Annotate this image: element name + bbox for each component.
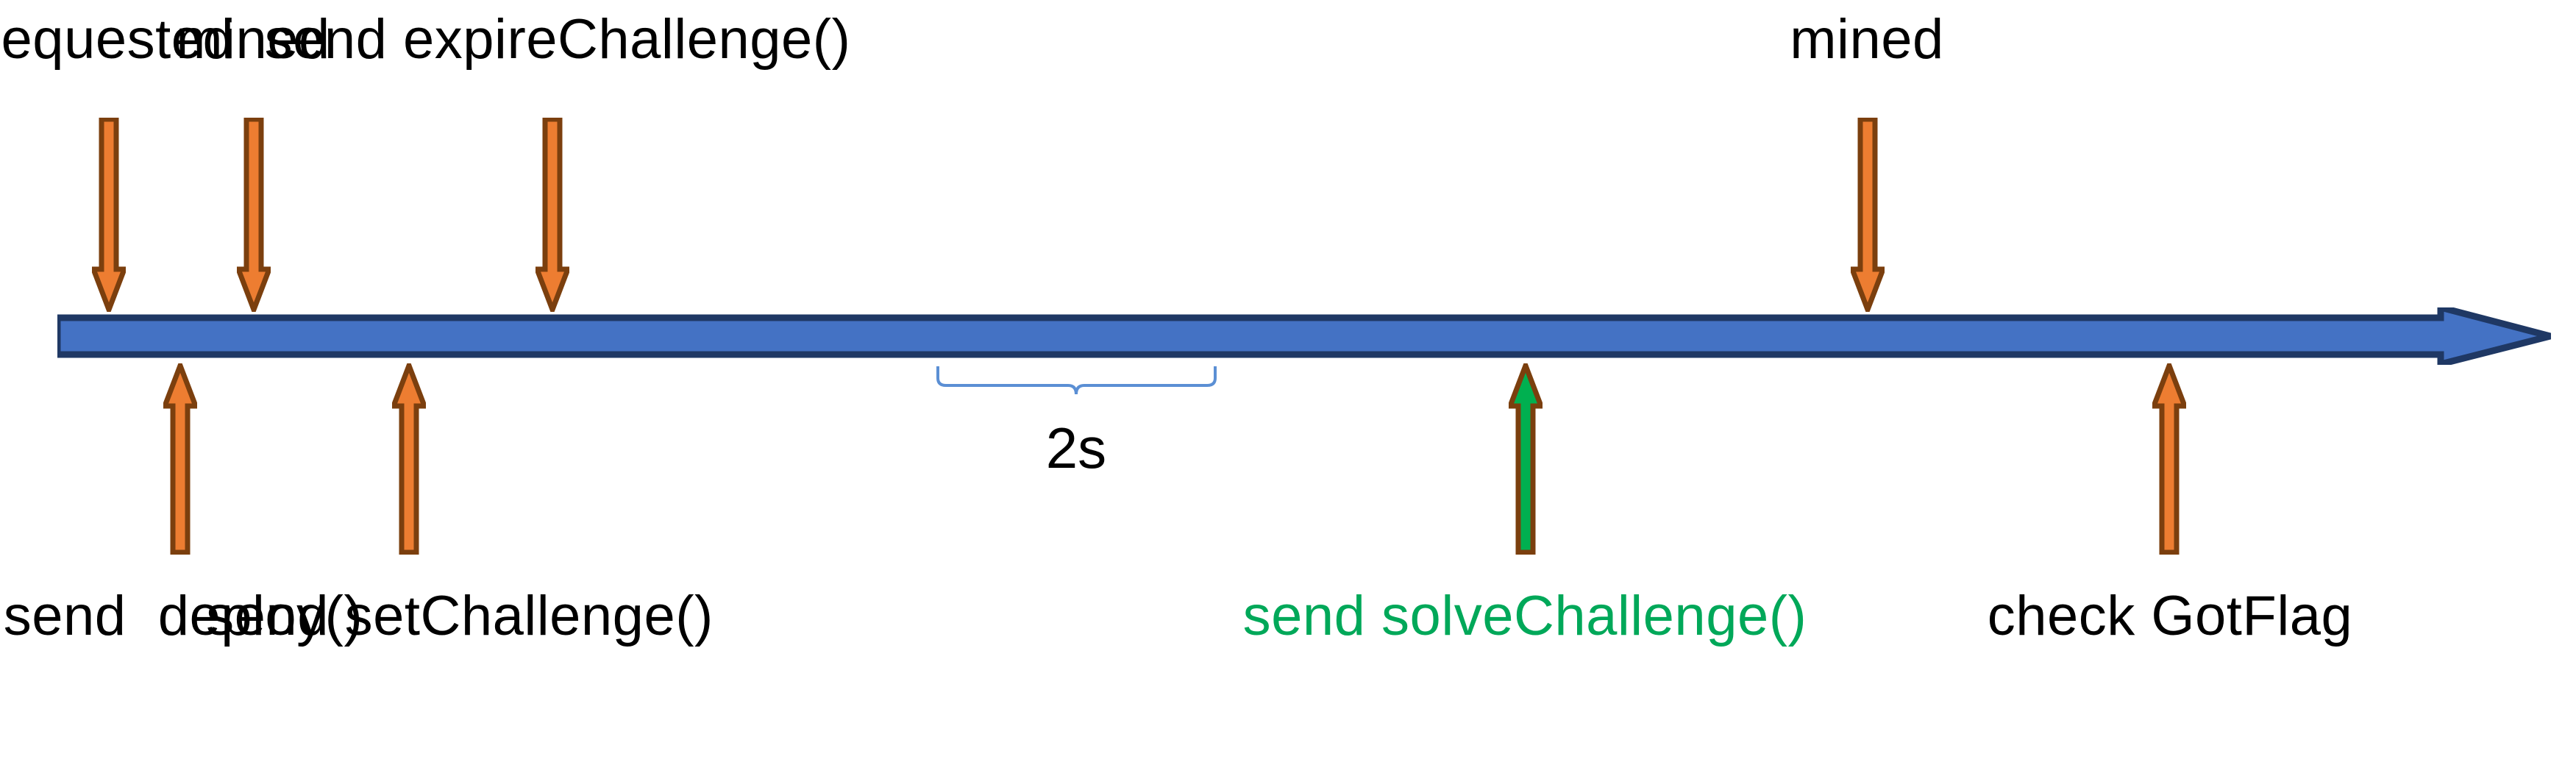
up-arrow-send-deploy xyxy=(163,363,197,555)
event-label-mined-2: mined xyxy=(1790,8,1944,71)
two-second-bracket xyxy=(936,365,1217,410)
down-arrow-mined-1 xyxy=(237,118,271,312)
event-label-send-setchallenge: send setChallenge() xyxy=(206,585,714,647)
up-arrow-send-setchallenge xyxy=(392,363,426,555)
event-label-send-expirechallenge: send expireChallenge() xyxy=(264,8,851,71)
down-arrow-mined-2 xyxy=(1851,118,1885,312)
up-arrow-send-solvechallenge xyxy=(1509,363,1543,555)
event-label-send-solvechallenge: send solveChallenge() xyxy=(1242,585,1807,647)
down-arrow-requested xyxy=(92,118,126,312)
main-timeline-arrow xyxy=(57,307,2551,365)
up-arrow-check-gotflag xyxy=(2152,363,2186,555)
duration-bracket-label: 2s xyxy=(1045,416,1107,480)
event-label-check-gotflag: check GotFlag xyxy=(1987,585,2353,647)
event-label-send-deploy: send deploy() xyxy=(3,585,363,647)
event-label-mined-1: mined xyxy=(176,8,330,71)
event-label-requested: requested xyxy=(0,8,235,71)
down-arrow-send-expirechallenge xyxy=(536,118,569,312)
